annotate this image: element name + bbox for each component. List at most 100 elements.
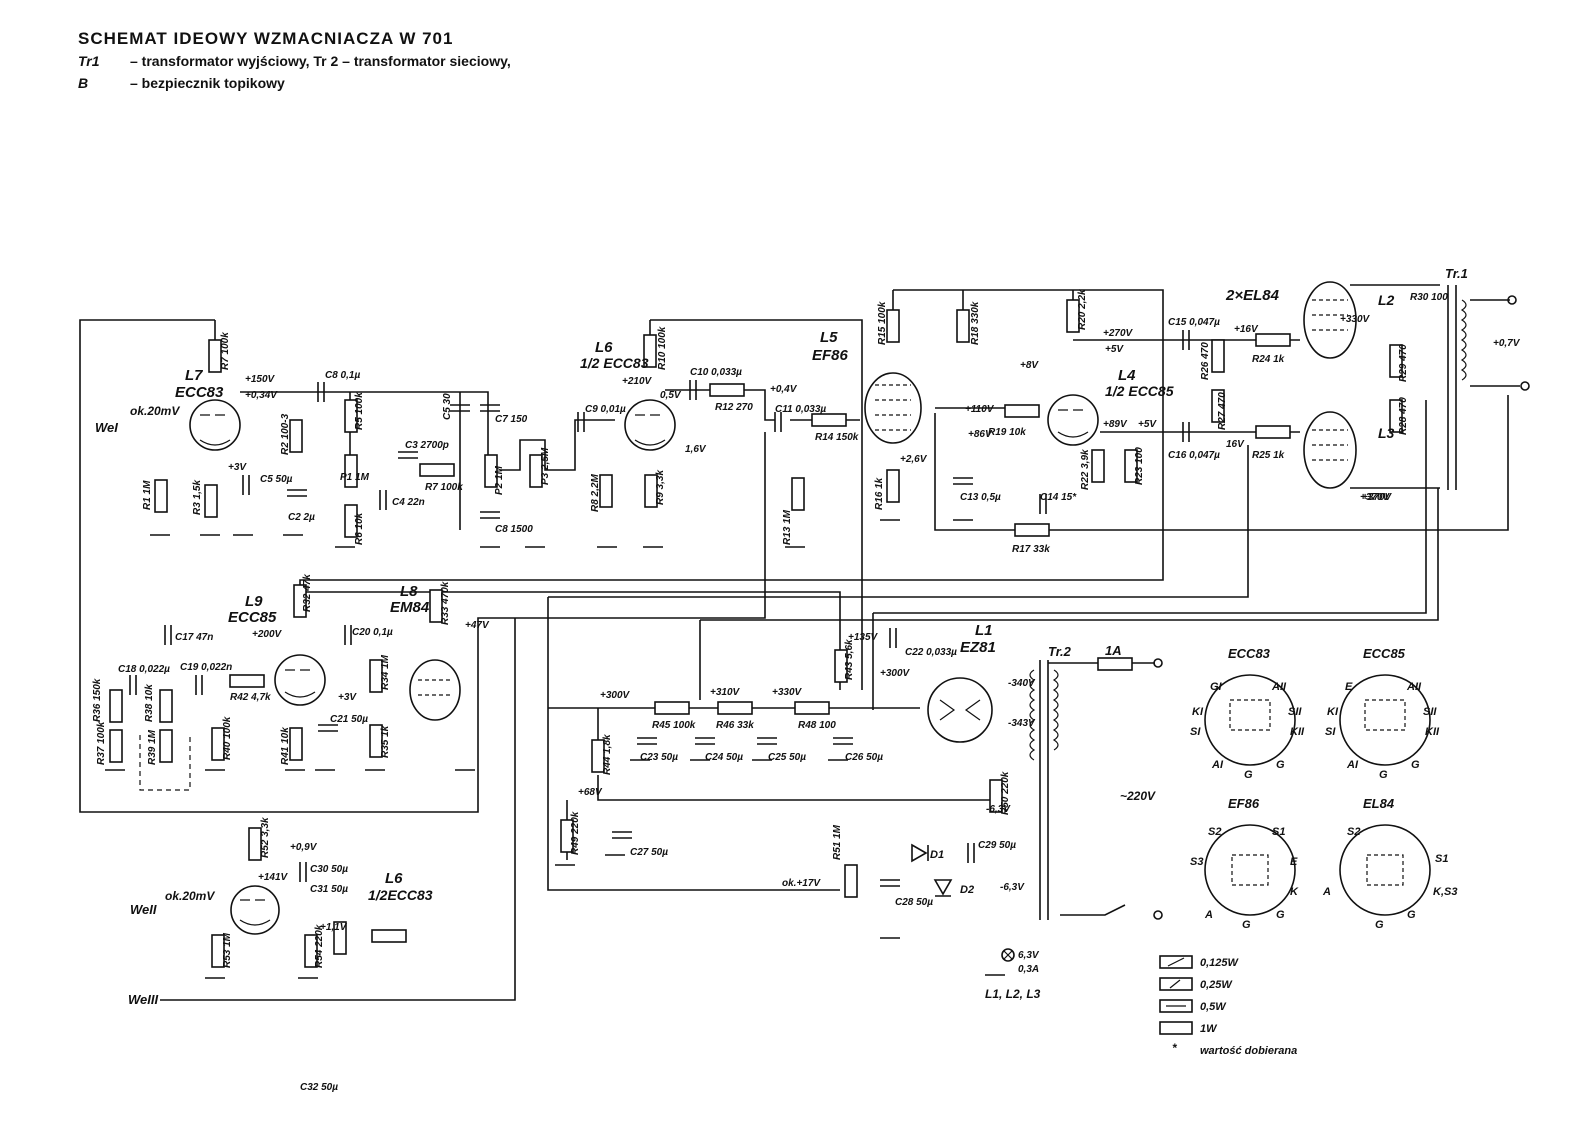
voltage-label: +141V: [258, 872, 289, 883]
resistor-label: R39 1M: [147, 729, 158, 765]
resistor-label: R54 220k: [314, 924, 325, 968]
tr1-label: Tr.1: [1445, 266, 1468, 281]
voltage-label: 0,5V: [660, 390, 682, 401]
resistor-label: R52 3,3k: [260, 817, 271, 858]
tube-label: L4: [1118, 367, 1136, 384]
pin-label: AII: [1271, 681, 1287, 693]
power-legend-label: 1W: [1200, 1023, 1218, 1035]
voltage-label: 6,3V: [1018, 950, 1040, 961]
pin-label: G: [1276, 909, 1285, 921]
tubes: [189, 281, 1357, 935]
resistor-label: R6 10k: [354, 512, 365, 545]
pin-label: SII: [1423, 706, 1437, 718]
legend-text: – bezpiecznik topikowy: [130, 75, 285, 91]
voltage-label: +150V: [245, 374, 276, 385]
diode-label: D1: [930, 849, 944, 861]
resistor-label: R12 270: [715, 402, 753, 413]
resistor-label: R40 100k: [222, 716, 233, 760]
resistor-label: R32 47k: [302, 574, 313, 612]
capacitor-label: C25 50µ: [768, 752, 806, 763]
tube-l1: [927, 677, 993, 743]
voltage-label: +5V: [1105, 344, 1124, 355]
voltage-label: 0,3A: [1018, 964, 1039, 975]
resistor-label: R10 100k: [657, 326, 668, 370]
voltage-label: +310V: [710, 687, 741, 698]
voltage-label: +0,9V: [290, 842, 318, 853]
legend-symbol: B: [78, 75, 89, 91]
resistor-label: R14 150k: [815, 432, 859, 443]
capacitor-label: C9 0,01µ: [585, 404, 626, 415]
resistor-label: R30 100: [1410, 292, 1448, 303]
voltage-label: +3V: [338, 692, 357, 703]
resistor-label: P2 1M: [494, 465, 505, 495]
voltage-label: +5V: [1138, 419, 1157, 430]
resistor-label: R33 470k: [440, 581, 451, 625]
voltage-label: +135V: [848, 632, 879, 643]
voltage-label: +300V: [880, 668, 911, 679]
resistor-label: R51 1M: [832, 824, 843, 860]
grounds: [105, 519, 1005, 979]
resistor-label: R36 150k: [92, 678, 103, 722]
tube-type: 1/2 ECC85: [1105, 383, 1174, 399]
voltage-label: +270V: [1103, 328, 1134, 339]
pin-label: KI: [1192, 706, 1204, 718]
resistor-label: R29 470: [1398, 344, 1409, 382]
voltage-label: 1,6V: [685, 444, 707, 455]
capacitor-label: C4 22n: [392, 497, 425, 508]
tube-l8: [409, 659, 461, 721]
voltage-label: 16V: [1226, 439, 1245, 450]
resistor-label: R23 100: [1134, 447, 1145, 485]
voltage-label: ok.+17V: [782, 878, 821, 889]
tube-l4: [1047, 394, 1099, 446]
resistor-label: R22 3,9k: [1080, 449, 1091, 490]
voltage-label: +89V: [1103, 419, 1128, 430]
pin-label: K,S3: [1433, 886, 1457, 898]
resistor-label: R18 330k: [970, 301, 981, 345]
pin-label: AI: [1346, 759, 1359, 771]
tube-l6b: [230, 885, 280, 935]
capacitor-label: C18 0,022µ: [118, 664, 170, 675]
pin-label: G: [1411, 759, 1420, 771]
voltage-label: +16V: [1234, 324, 1259, 335]
pin-label: G: [1379, 769, 1388, 781]
pin-label: K: [1290, 886, 1299, 898]
pinout-el84: [1339, 824, 1431, 916]
pin-label: G: [1244, 769, 1253, 781]
input-label: WeIII: [128, 992, 158, 1007]
power-legend-label: 0,125W: [1200, 957, 1240, 969]
resistor-label: R1 1M: [142, 480, 153, 510]
capacitor-label: C26 50µ: [845, 752, 883, 763]
voltage-label: +110V: [965, 404, 995, 415]
resistor-label: P1 1M: [340, 472, 370, 483]
resistor-label: R49 220k: [570, 811, 581, 855]
capacitor-label: C8 1500: [495, 524, 533, 535]
resistor-label: R34 1M: [380, 654, 391, 690]
resistor-label: R16 1k: [874, 477, 885, 510]
resistor-label: R38 10k: [144, 684, 155, 722]
legend-line-tr: Tr1– transformator wyjściowy, Tr 2 – tra…: [78, 50, 511, 72]
resistor-label: R41 10k: [280, 727, 291, 765]
tube-l9: [274, 654, 326, 706]
pinout-title: EF86: [1228, 796, 1260, 811]
pin-label: S2: [1347, 826, 1360, 838]
tube-type: EF86: [812, 347, 849, 364]
tube-label: L9: [245, 593, 263, 610]
voltage-label: +0,7V: [1493, 338, 1521, 349]
pin-label: SI: [1190, 726, 1201, 738]
capacitor-label: C10 0,033µ: [690, 367, 742, 378]
tube-l6: [624, 399, 676, 451]
pin-label: KII: [1290, 726, 1305, 738]
capacitor-label: C5 30: [442, 393, 453, 420]
page-title: SCHEMAT IDEOWY WZMACNIACZA W 701: [78, 29, 454, 48]
resistor-label: R8 2,2M: [590, 474, 601, 512]
fuse-label: 1A: [1105, 643, 1122, 658]
capacitor-label: C3 2700p: [405, 440, 449, 451]
tube-label: 2×EL84: [1225, 287, 1280, 304]
resistor-label: R53 1M: [222, 932, 233, 968]
pin-label: GI: [1210, 681, 1223, 693]
power-legend-label: 0,25W: [1200, 979, 1233, 991]
resistor-label: R3 1,5k: [192, 480, 203, 515]
